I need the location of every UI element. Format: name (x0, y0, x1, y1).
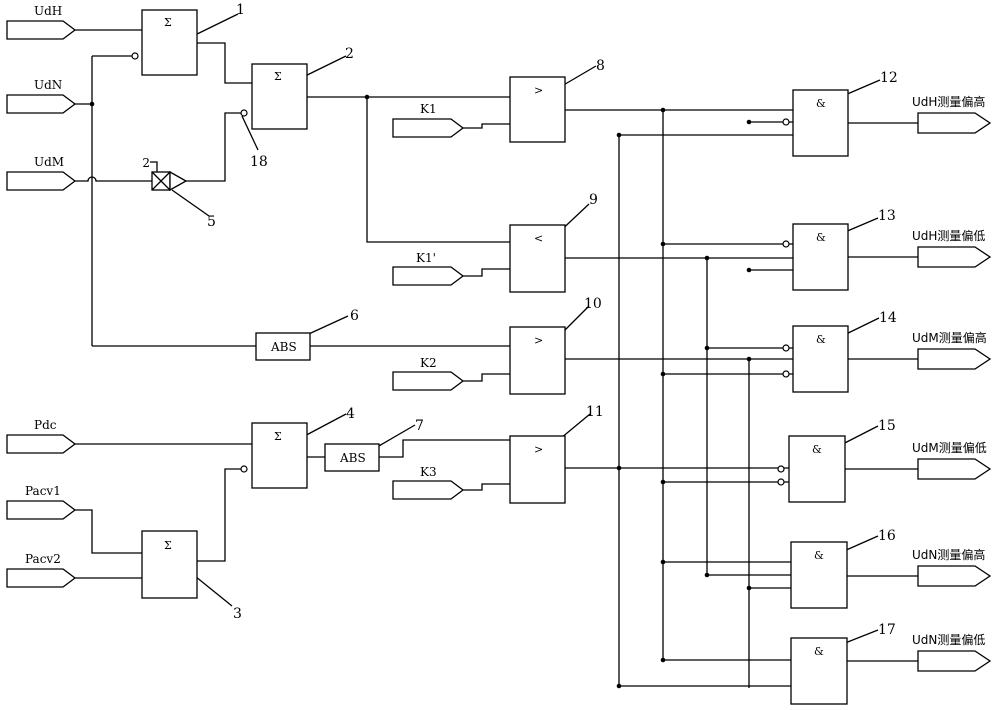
callout-7: 7 (415, 418, 424, 434)
input-port-pdc (6, 434, 77, 454)
label-k2: K2 (420, 356, 437, 370)
callout-8: 8 (596, 58, 605, 74)
and-gate-14 (792, 325, 849, 393)
output-port-15 (917, 458, 992, 480)
callout-15: 15 (878, 418, 896, 434)
input-port-udn (6, 94, 77, 114)
gt-symbol-11: > (534, 443, 543, 456)
input-port-k1 (392, 118, 465, 138)
and-gate-13 (792, 223, 849, 291)
input-port-pacv1 (6, 500, 77, 520)
and-gate-16 (790, 541, 848, 609)
comparator-10 (509, 326, 566, 395)
callout-18: 18 (250, 154, 268, 170)
abs-label-7: ABS (339, 451, 366, 465)
callout-2: 2 (345, 46, 354, 62)
callout-9: 9 (589, 192, 598, 208)
callout-3: 3 (233, 606, 242, 622)
label-pacv1: Pacv1 (25, 484, 61, 498)
callout-14: 14 (879, 310, 897, 326)
and-symbol-13: & (816, 231, 826, 244)
gt-symbol-10: > (534, 334, 543, 347)
callout-12: 12 (880, 70, 898, 86)
junctions (89, 94, 752, 689)
label-pdc: Pdc (34, 418, 57, 432)
label-udn: UdN (34, 78, 62, 92)
callout-11: 11 (586, 404, 604, 420)
label-k1p: K1' (416, 251, 436, 265)
output-port-17 (917, 650, 992, 672)
input-ports (6, 20, 465, 588)
callout-13: 13 (878, 208, 896, 224)
sum-block-2 (251, 63, 308, 130)
abs-label-6: ABS (270, 340, 297, 354)
port-labels: UdH UdN UdM Pdc Pacv1 Pacv2 K1 K1' K2 K3… (25, 4, 437, 566)
label-output-17: UdN测量偏低 (912, 632, 985, 647)
and-gate-15 (788, 435, 846, 503)
and-gate-12 (792, 89, 849, 157)
block-symbols: Σ Σ Σ Σ ABS ABS > < > > & & & & & & (164, 16, 826, 658)
sum-symbol-2: Σ (274, 70, 282, 83)
output-port-12 (917, 112, 992, 134)
multiplier-block-5 (151, 170, 188, 192)
label-k3: K3 (420, 465, 437, 479)
sum-symbol-1: Σ (164, 16, 172, 29)
output-labels: UdH测量偏高 UdH测量偏低 UdM测量偏高 UdM测量偏低 UdN测量偏高 … (912, 94, 987, 647)
callout-1: 1 (236, 2, 245, 18)
input-port-udm (6, 171, 77, 191)
callout-17: 17 (878, 622, 896, 638)
lt-symbol-9: < (534, 232, 543, 245)
label-output-15: UdM测量偏低 (912, 440, 987, 455)
callout-4: 4 (346, 406, 355, 422)
sum-block-4 (251, 422, 308, 489)
comparator-8 (509, 76, 566, 143)
input-port-pacv2 (6, 568, 77, 588)
label-output-14: UdM测量偏高 (912, 330, 987, 345)
input-port-k2 (392, 371, 465, 391)
and-symbol-15: & (812, 443, 822, 456)
output-ports (917, 112, 992, 672)
label-k1: K1 (420, 102, 437, 116)
comparator-11 (509, 435, 566, 504)
label-output-16: UdN测量偏高 (912, 547, 985, 562)
label-udm: UdM (34, 155, 64, 169)
input-port-udh (6, 20, 77, 40)
inverters (131, 52, 790, 486)
label-output-12: UdH测量偏高 (912, 94, 985, 109)
gt-symbol-8: > (534, 84, 543, 97)
blocks (141, 9, 849, 705)
and-gate-17 (790, 637, 848, 705)
callout-10: 10 (584, 296, 602, 312)
sum-symbol-4: Σ (274, 430, 282, 443)
input-port-k3 (392, 480, 465, 500)
label-pacv2: Pacv2 (25, 552, 61, 566)
and-symbol-16: & (814, 549, 824, 562)
label-output-13: UdH测量偏低 (912, 228, 985, 243)
callout-6: 6 (350, 308, 359, 324)
number-callouts: 1 2 3 4 5 6 7 8 9 10 11 12 13 14 15 16 1… (207, 2, 898, 638)
and-symbol-17: & (814, 645, 824, 658)
abs-block-7 (324, 443, 380, 472)
sum-symbol-3: Σ (164, 539, 172, 552)
output-port-14 (917, 348, 992, 370)
comparator-9 (509, 224, 566, 293)
label-gain: 2 (142, 156, 150, 170)
callout-5: 5 (207, 214, 216, 230)
sum-block-3 (141, 530, 198, 599)
output-port-16 (917, 565, 992, 587)
input-port-k1p (392, 266, 465, 286)
label-udh: UdH (34, 4, 62, 18)
abs-block-6 (255, 332, 311, 361)
and-symbol-12: & (816, 97, 826, 110)
callout-16: 16 (878, 528, 896, 544)
sum-block-1 (141, 9, 198, 76)
output-port-13 (917, 246, 992, 268)
and-symbol-14: & (816, 333, 826, 346)
